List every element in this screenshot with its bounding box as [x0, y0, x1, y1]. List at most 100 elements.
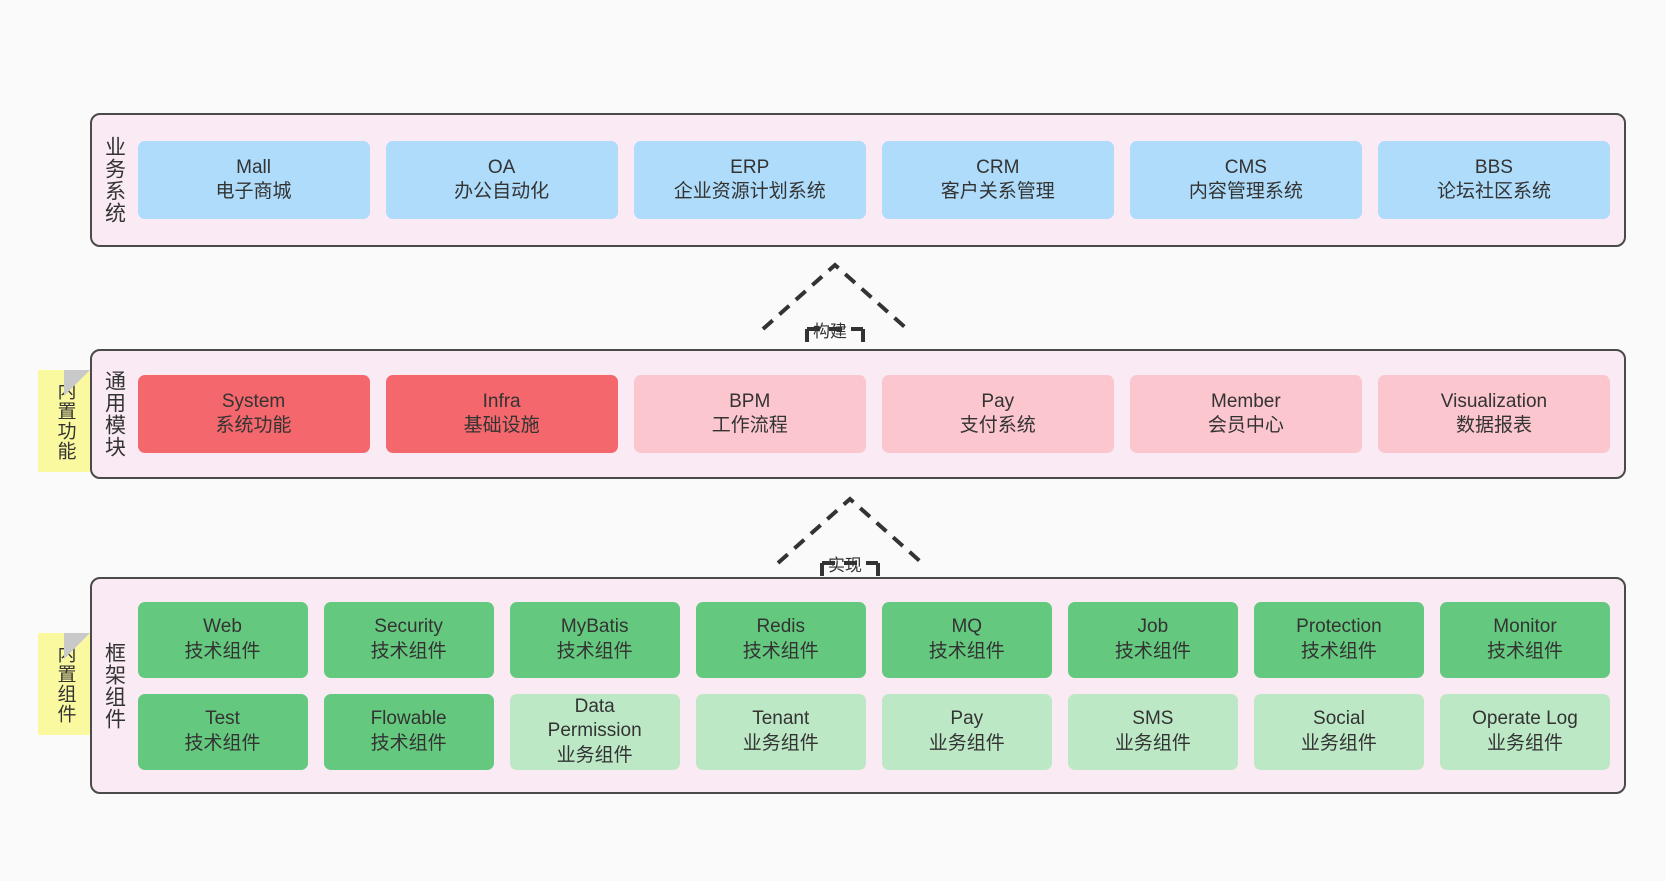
note-fold-corner-icon — [64, 633, 90, 659]
card-title: Pay — [981, 390, 1015, 412]
card-subtitle: 技术组件 — [370, 640, 447, 662]
sticky-note-builtin-component: 内置组件 — [38, 633, 90, 735]
card-title: Protection — [1296, 616, 1382, 638]
card-subtitle: 内容管理系统 — [1188, 181, 1303, 202]
card-subtitle: 业务组件 — [928, 732, 1005, 754]
card-mq[interactable]: MQ 技术组件 — [881, 601, 1052, 678]
card-title: Pay — [950, 708, 984, 730]
card-mybatis[interactable]: MyBatis 技术组件 — [509, 601, 680, 678]
layer-framework-component: 框架组件 Web 技术组件 Security 技术组件 MyBatis 技术组件… — [90, 577, 1626, 794]
card-subtitle: 数据报表 — [1455, 415, 1532, 436]
connector-build: 构建 — [755, 255, 915, 350]
card-pay[interactable]: Pay 支付系统 — [881, 375, 1114, 453]
card-subtitle: 技术组件 — [556, 640, 633, 662]
card-subtitle: 电子商城 — [215, 181, 292, 202]
card-subtitle: 技术组件 — [1300, 640, 1377, 662]
card-test[interactable]: Test 技术组件 — [137, 693, 308, 770]
layer-title-common-module: 通用模块 — [102, 370, 126, 458]
card-title: MyBatis — [560, 616, 629, 638]
card-social[interactable]: Social 业务组件 — [1253, 693, 1424, 770]
layer-common-module: 通用模块 System 系统功能 Infra 基础设施 BPM 工作流程 Pay… — [90, 349, 1626, 479]
note-fold-corner-icon — [64, 370, 90, 396]
card-title: CMS — [1224, 156, 1267, 178]
card-title: Security — [374, 616, 443, 638]
card-tenant[interactable]: Tenant 业务组件 — [695, 693, 866, 770]
card-row: Mall 电子商城 OA 办公自动化 ERP 企业资源计划系统 CRM 客户关系… — [137, 141, 1610, 219]
card-subtitle: 会员中心 — [1207, 415, 1284, 436]
card-member[interactable]: Member 会员中心 — [1129, 375, 1362, 453]
card-subtitle: 论坛社区系统 — [1436, 181, 1551, 202]
sticky-note-label: 内置功能 — [54, 381, 76, 461]
card-title: ERP — [730, 156, 770, 178]
card-cms[interactable]: CMS 内容管理系统 — [1129, 141, 1362, 219]
card-subtitle: 技术组件 — [1114, 640, 1191, 662]
card-subtitle: 技术组件 — [1486, 640, 1563, 662]
card-subtitle: 技术组件 — [184, 640, 261, 662]
card-row: Web 技术组件 Security 技术组件 MyBatis 技术组件 Redi… — [137, 601, 1611, 678]
card-infra[interactable]: Infra 基础设施 — [385, 375, 618, 453]
layer-body-framework-component: Web 技术组件 Security 技术组件 MyBatis 技术组件 Redi… — [134, 579, 1624, 792]
card-subtitle: 业务组件 — [556, 744, 633, 766]
card-title: OA — [487, 156, 516, 178]
card-crm[interactable]: CRM 客户关系管理 — [881, 141, 1114, 219]
card-redis[interactable]: Redis 技术组件 — [695, 601, 866, 678]
card-pay-business[interactable]: Pay 业务组件 — [881, 693, 1052, 770]
card-title: Monitor — [1493, 616, 1557, 638]
card-title: Operate Log — [1472, 708, 1578, 730]
card-title: Data Permission — [547, 696, 642, 742]
layer-business-system: 业务系统 Mall 电子商城 OA 办公自动化 ERP 企业资源计划系统 CRM… — [90, 113, 1626, 247]
card-title: Infra — [482, 390, 521, 412]
card-title: BPM — [729, 390, 771, 412]
card-subtitle: 技术组件 — [184, 732, 261, 754]
card-operate-log[interactable]: Operate Log 业务组件 — [1439, 693, 1611, 770]
card-title: Tenant — [752, 708, 810, 730]
card-title: MQ — [951, 616, 983, 638]
card-subtitle: 支付系统 — [959, 415, 1036, 436]
card-subtitle: 业务组件 — [742, 732, 819, 754]
card-web[interactable]: Web 技术组件 — [137, 601, 308, 678]
card-subtitle: 业务组件 — [1114, 732, 1191, 754]
card-subtitle: 工作流程 — [711, 415, 788, 436]
card-monitor[interactable]: Monitor 技术组件 — [1439, 601, 1611, 678]
card-title: System — [221, 390, 286, 412]
card-title: Web — [203, 616, 242, 638]
card-bpm[interactable]: BPM 工作流程 — [633, 375, 866, 453]
card-row: System 系统功能 Infra 基础设施 BPM 工作流程 Pay 支付系统… — [137, 375, 1610, 453]
card-mall[interactable]: Mall 电子商城 — [137, 141, 370, 219]
layer-body-business-system: Mall 电子商城 OA 办公自动化 ERP 企业资源计划系统 CRM 客户关系… — [134, 115, 1624, 245]
connector-realize-label: 实现 — [828, 556, 862, 575]
sticky-note-label: 内置组件 — [54, 644, 76, 724]
card-title: Visualization — [1440, 390, 1548, 412]
card-title: Member — [1211, 390, 1281, 412]
card-job[interactable]: Job 技术组件 — [1067, 601, 1238, 678]
card-protection[interactable]: Protection 技术组件 — [1253, 601, 1424, 678]
card-title: Test — [205, 708, 240, 730]
card-subtitle: 系统功能 — [215, 415, 292, 436]
layer-body-common-module: System 系统功能 Infra 基础设施 BPM 工作流程 Pay 支付系统… — [134, 351, 1624, 477]
card-title: Mall — [236, 156, 271, 178]
card-sms[interactable]: SMS 业务组件 — [1067, 693, 1238, 770]
card-title: BBS — [1474, 156, 1513, 178]
card-flowable[interactable]: Flowable 技术组件 — [323, 693, 494, 770]
card-security[interactable]: Security 技术组件 — [323, 601, 494, 678]
card-visualization[interactable]: Visualization 数据报表 — [1377, 375, 1610, 453]
connector-build-label: 构建 — [813, 322, 847, 341]
card-subtitle: 企业资源计划系统 — [673, 181, 826, 202]
sticky-note-builtin-function: 内置功能 — [38, 370, 90, 472]
card-title: Social — [1313, 708, 1365, 730]
card-title: Redis — [756, 616, 806, 638]
card-data-permission[interactable]: Data Permission 业务组件 — [509, 693, 680, 770]
layer-title-framework-component: 框架组件 — [102, 641, 126, 730]
card-oa[interactable]: OA 办公自动化 — [385, 141, 618, 219]
card-subtitle: 客户关系管理 — [940, 181, 1055, 202]
card-system[interactable]: System 系统功能 — [137, 375, 370, 453]
card-subtitle: 办公自动化 — [454, 181, 550, 202]
card-erp[interactable]: ERP 企业资源计划系统 — [633, 141, 866, 219]
connector-realize: 实现 — [770, 489, 930, 584]
card-bbs[interactable]: BBS 论坛社区系统 — [1377, 141, 1610, 219]
card-subtitle: 技术组件 — [928, 640, 1005, 662]
connector-build-arrow — [761, 262, 909, 350]
connector-realize-arrow — [776, 496, 924, 584]
card-subtitle: 技术组件 — [742, 640, 819, 662]
card-title: Job — [1137, 616, 1169, 638]
